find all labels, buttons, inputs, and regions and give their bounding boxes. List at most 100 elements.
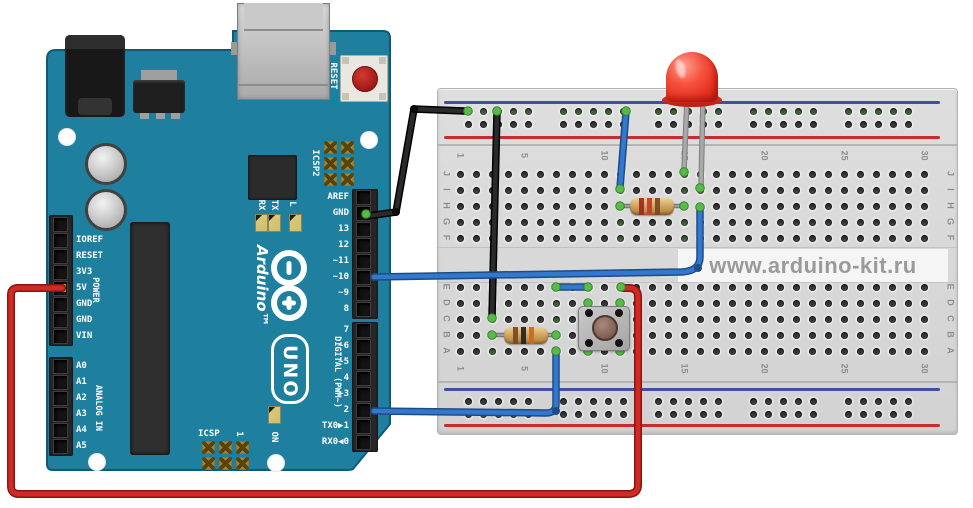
breadboard-hole[interactable]	[792, 315, 800, 323]
rail-hole[interactable]	[699, 410, 707, 418]
header-pin[interactable]	[53, 313, 68, 328]
rail-hole[interactable]	[859, 397, 867, 405]
rail-hole[interactable]	[764, 107, 772, 115]
breadboard-hole[interactable]	[920, 218, 928, 226]
breadboard-hole[interactable]	[744, 299, 752, 307]
breadboard-hole[interactable]	[648, 170, 656, 178]
breadboard-hole[interactable]	[920, 315, 928, 323]
rail-hole[interactable]	[889, 120, 897, 128]
breadboard-hole[interactable]	[840, 331, 848, 339]
breadboard-hole[interactable]	[872, 283, 880, 291]
breadboard-hole[interactable]	[888, 234, 896, 242]
breadboard-hole[interactable]	[760, 202, 768, 210]
header-pin[interactable]	[356, 339, 371, 354]
rail-hole[interactable]	[794, 107, 802, 115]
breadboard-hole[interactable]	[824, 331, 832, 339]
rail-hole[interactable]	[479, 120, 487, 128]
breadboard-hole[interactable]	[728, 331, 736, 339]
breadboard-hole[interactable]	[760, 299, 768, 307]
rail-hole[interactable]	[794, 410, 802, 418]
breadboard-hole[interactable]	[744, 234, 752, 242]
breadboard-hole[interactable]	[792, 186, 800, 194]
header-pin[interactable]	[356, 323, 371, 338]
rail-hole[interactable]	[809, 120, 817, 128]
breadboard-hole[interactable]	[888, 186, 896, 194]
rail-hole[interactable]	[699, 397, 707, 405]
breadboard-hole[interactable]	[872, 299, 880, 307]
breadboard-hole[interactable]	[920, 299, 928, 307]
breadboard-hole[interactable]	[520, 186, 528, 194]
breadboard-hole[interactable]	[904, 170, 912, 178]
breadboard-hole[interactable]	[776, 234, 784, 242]
rail-hole[interactable]	[714, 410, 722, 418]
breadboard-hole[interactable]	[760, 234, 768, 242]
header-pin[interactable]	[356, 238, 371, 253]
rail-hole[interactable]	[874, 410, 882, 418]
breadboard-hole[interactable]	[712, 331, 720, 339]
breadboard-hole[interactable]	[808, 202, 816, 210]
breadboard-hole[interactable]	[728, 299, 736, 307]
rail-hole[interactable]	[749, 397, 757, 405]
breadboard-hole[interactable]	[888, 315, 896, 323]
breadboard-hole[interactable]	[856, 218, 864, 226]
breadboard-hole[interactable]	[648, 283, 656, 291]
breadboard-hole[interactable]	[744, 186, 752, 194]
breadboard-hole[interactable]	[888, 331, 896, 339]
breadboard-hole[interactable]	[872, 186, 880, 194]
header-pin[interactable]	[53, 407, 68, 422]
rail-hole[interactable]	[714, 107, 722, 115]
breadboard-hole[interactable]	[696, 347, 704, 355]
rail-hole[interactable]	[779, 397, 787, 405]
header-pin[interactable]	[53, 329, 68, 344]
breadboard-hole[interactable]	[568, 186, 576, 194]
rail-hole[interactable]	[464, 120, 472, 128]
rail-hole[interactable]	[764, 120, 772, 128]
rail-hole[interactable]	[904, 107, 912, 115]
breadboard-hole[interactable]	[904, 331, 912, 339]
icsp-pin[interactable]	[341, 141, 354, 154]
breadboard-hole[interactable]	[744, 218, 752, 226]
icsp-pin[interactable]	[202, 441, 215, 454]
header-pin[interactable]	[53, 281, 68, 296]
rail-hole[interactable]	[859, 107, 867, 115]
breadboard-hole[interactable]	[680, 186, 688, 194]
breadboard-hole[interactable]	[792, 234, 800, 242]
rail-hole[interactable]	[764, 410, 772, 418]
breadboard-hole[interactable]	[808, 331, 816, 339]
rail-hole[interactable]	[669, 120, 677, 128]
breadboard-hole[interactable]	[728, 315, 736, 323]
breadboard-hole[interactable]	[600, 186, 608, 194]
resistor-10k[interactable]	[504, 327, 548, 344]
breadboard-hole[interactable]	[856, 347, 864, 355]
breadboard-hole[interactable]	[904, 299, 912, 307]
header-pin[interactable]	[356, 419, 371, 434]
rail-hole[interactable]	[844, 410, 852, 418]
breadboard-hole[interactable]	[680, 347, 688, 355]
breadboard-hole[interactable]	[888, 170, 896, 178]
breadboard-hole[interactable]	[824, 347, 832, 355]
breadboard-hole[interactable]	[760, 283, 768, 291]
breadboard-hole[interactable]	[536, 186, 544, 194]
button-cap[interactable]	[592, 315, 618, 341]
rail-hole[interactable]	[749, 120, 757, 128]
rail-hole[interactable]	[749, 107, 757, 115]
breadboard-hole[interactable]	[648, 315, 656, 323]
breadboard-hole[interactable]	[664, 186, 672, 194]
header-pin[interactable]	[356, 403, 371, 418]
header-pin[interactable]	[356, 302, 371, 317]
icsp-pin[interactable]	[324, 141, 337, 154]
breadboard-hole[interactable]	[744, 315, 752, 323]
breadboard-hole[interactable]	[856, 299, 864, 307]
breadboard-hole[interactable]	[856, 170, 864, 178]
reset-button[interactable]	[340, 55, 388, 102]
breadboard-hole[interactable]	[760, 331, 768, 339]
rail-hole[interactable]	[654, 397, 662, 405]
breadboard-hole[interactable]	[648, 347, 656, 355]
breadboard-hole[interactable]	[904, 202, 912, 210]
breadboard-hole[interactable]	[792, 218, 800, 226]
breadboard-hole[interactable]	[696, 331, 704, 339]
breadboard-hole[interactable]	[536, 170, 544, 178]
breadboard-hole[interactable]	[888, 283, 896, 291]
header-pin[interactable]	[356, 387, 371, 402]
